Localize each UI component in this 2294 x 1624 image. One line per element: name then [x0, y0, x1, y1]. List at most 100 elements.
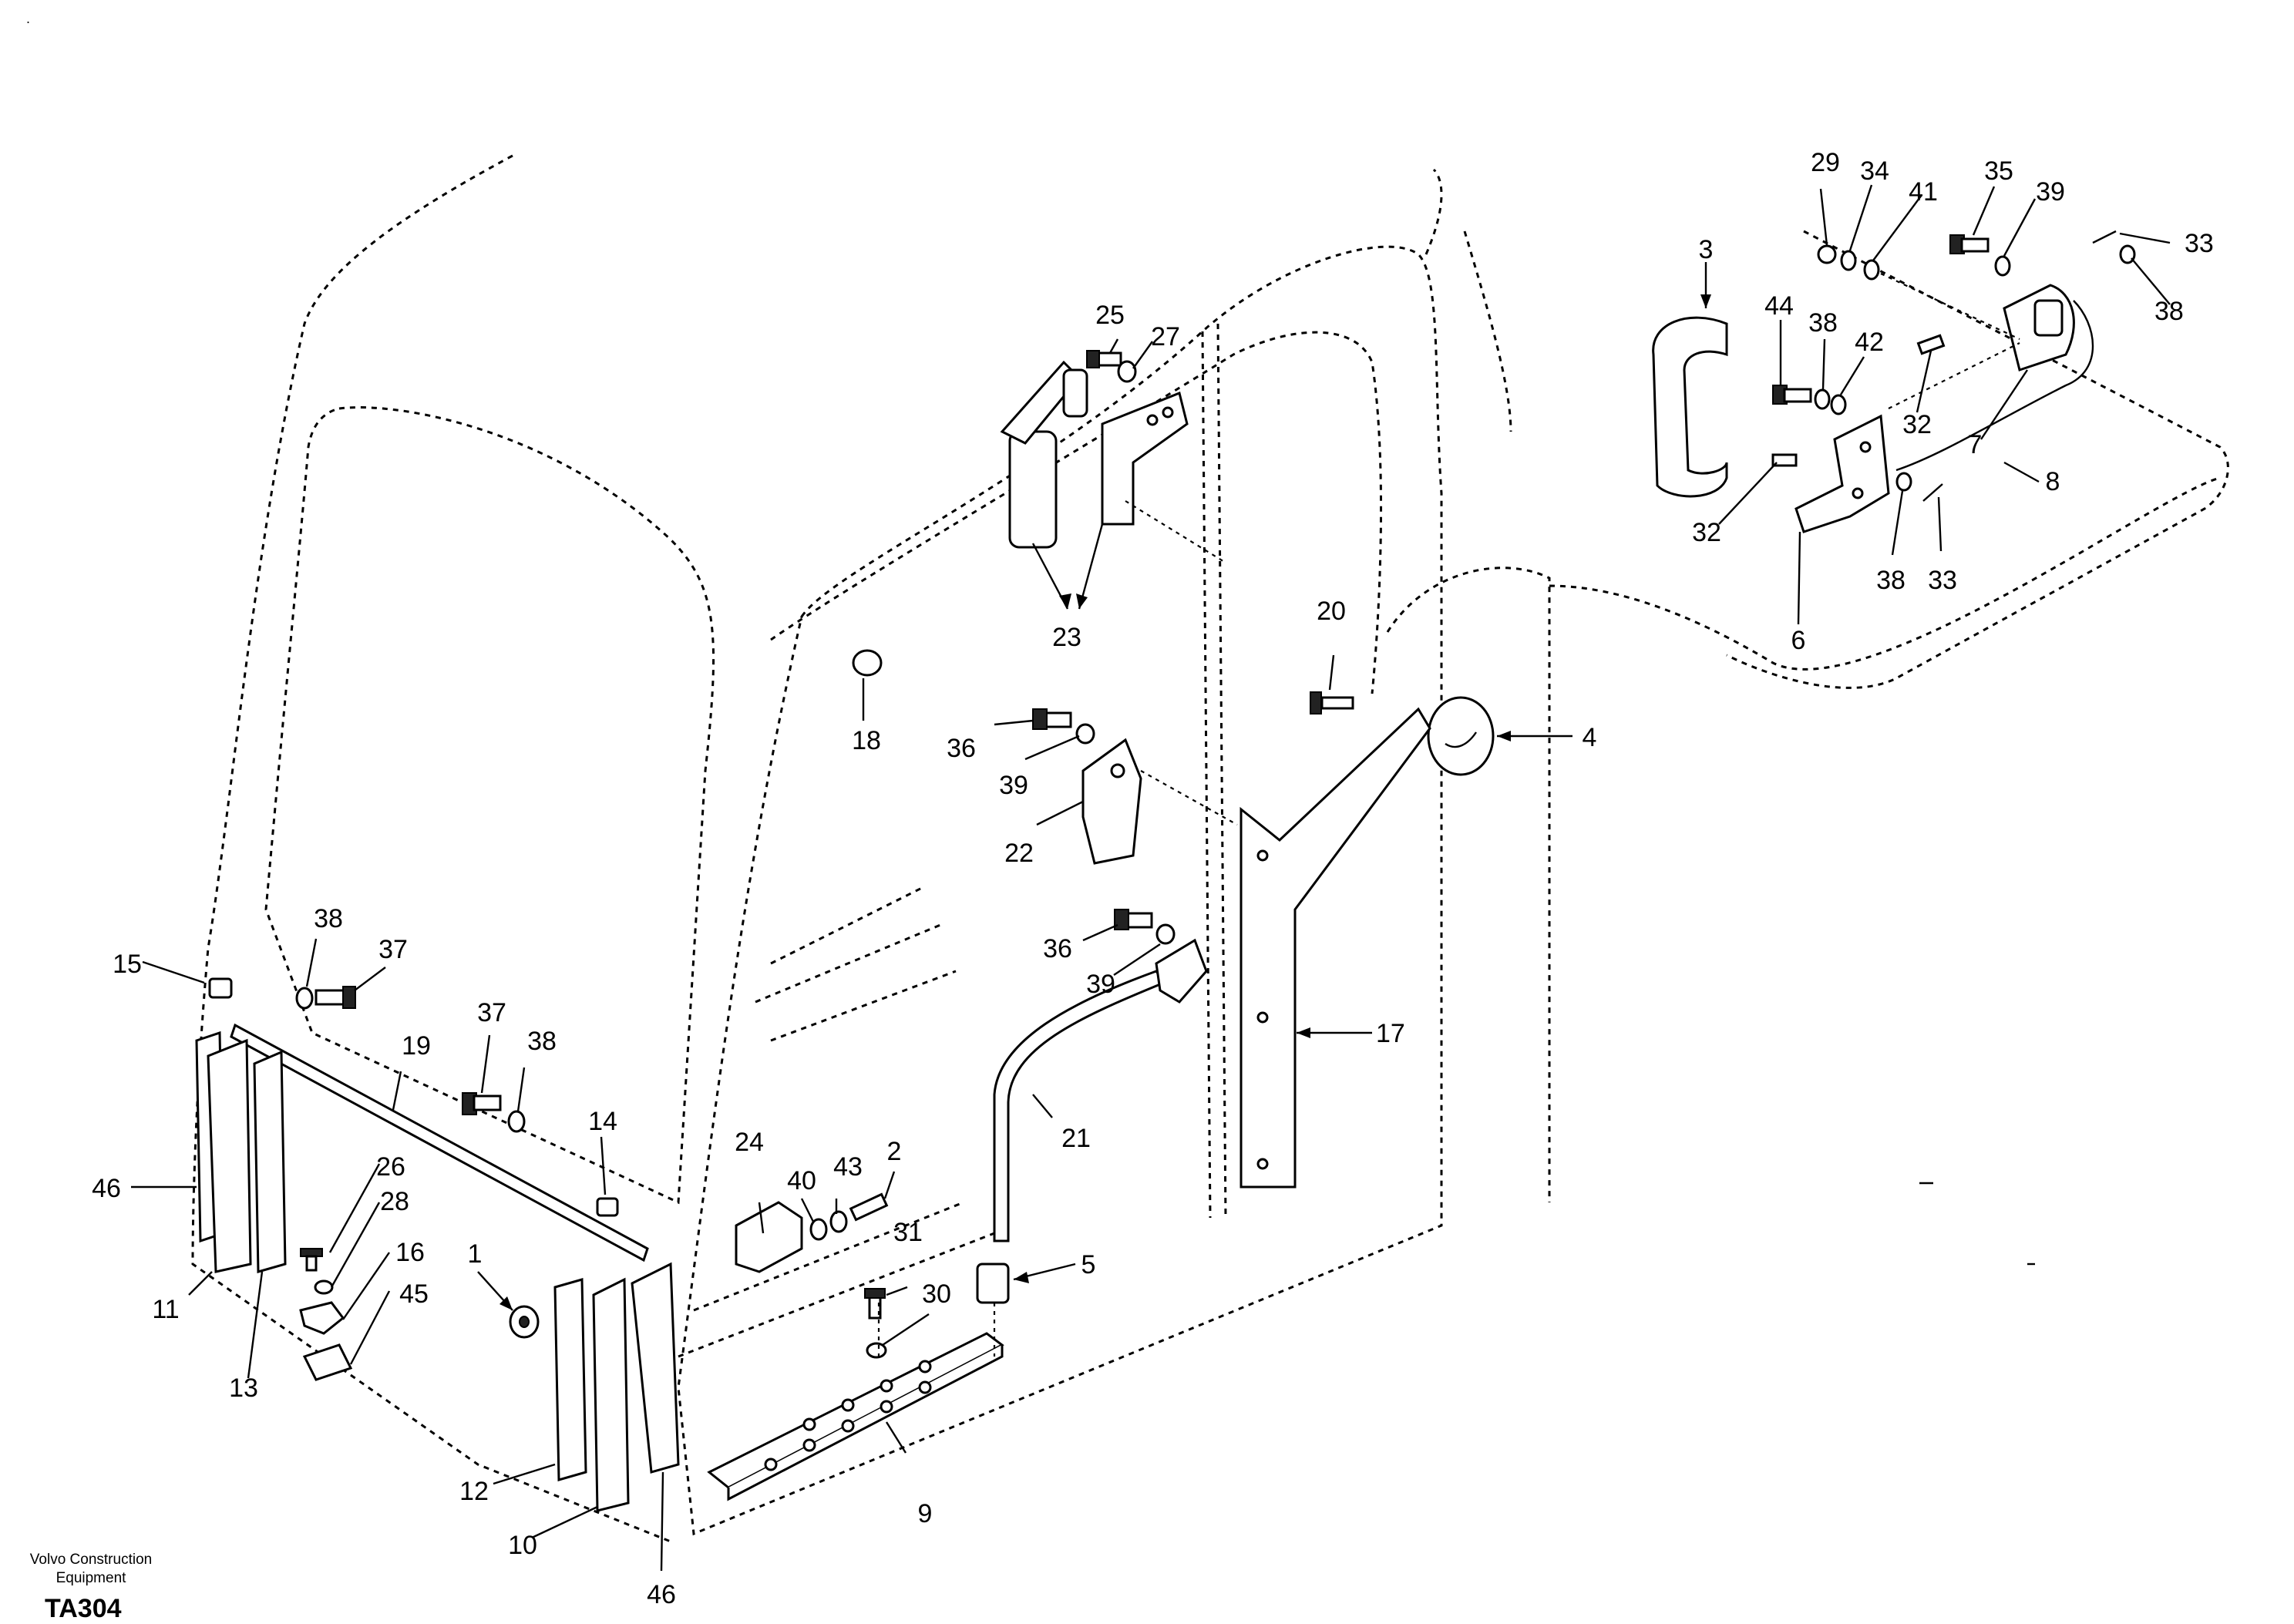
callout-15: 15 [113, 950, 142, 979]
callout-1: 1 [468, 1239, 483, 1269]
parts [197, 231, 2134, 1511]
part-28-washer [315, 1281, 332, 1293]
callout-38-right-2: 38 [2154, 297, 2184, 326]
part-43-washer [831, 1212, 846, 1232]
part-20-screw [1310, 692, 1353, 714]
callout-16: 16 [395, 1238, 425, 1267]
callout-25: 25 [1095, 301, 1125, 330]
part-17-rail [1241, 709, 1430, 1187]
part-46-channel-right [632, 1264, 678, 1472]
callout-12: 12 [459, 1477, 489, 1506]
part-10-channel [594, 1279, 628, 1511]
part-38-washer-lower-right [1897, 473, 1911, 490]
callout-11: 11 [152, 1295, 179, 1324]
callout-37-left-1: 37 [378, 935, 408, 964]
callout-24: 24 [735, 1128, 764, 1157]
callout-38-left-1: 38 [314, 904, 343, 933]
cab-door-front [678, 247, 1441, 1534]
callout-29: 29 [1811, 148, 1840, 177]
part-34-washer [1842, 251, 1855, 270]
callout-46-left: 46 [92, 1174, 121, 1203]
part-12-channel [555, 1279, 586, 1480]
cab-door-rail [1202, 324, 1226, 1218]
part-23-handle-assembly [1002, 362, 1187, 547]
part-9-step-plate [709, 1333, 1002, 1499]
part-29-nut [1818, 246, 1835, 263]
part-11-channel [208, 1041, 251, 1272]
callout-36-lower: 36 [1043, 934, 1072, 963]
callout-37-left-2: 37 [477, 998, 506, 1027]
cab-mirror-frame [1727, 231, 2228, 688]
part-45-plate [304, 1345, 351, 1380]
callouts: 1 2 3 4 5 6 7 8 9 10 11 12 13 14 15 16 1… [92, 148, 2214, 1609]
part-36-bolt-upper [1033, 709, 1071, 729]
part-15-cap [210, 979, 231, 997]
part-6-latch-bracket [1796, 416, 1889, 532]
cab-roof-line [1426, 170, 1511, 432]
callout-31: 31 [893, 1218, 923, 1247]
callout-35: 35 [1984, 156, 2013, 186]
callout-14: 14 [588, 1107, 617, 1136]
part-37-bolt-left-2 [462, 1093, 500, 1115]
callout-18: 18 [852, 726, 881, 755]
part-2-bolt [851, 1194, 887, 1219]
cab-side-panel [1388, 478, 2220, 1202]
part-4-knob [1428, 698, 1493, 775]
callout-30: 30 [922, 1279, 951, 1309]
part-19-rod [231, 1025, 648, 1260]
part-39-washer-upper [1077, 725, 1094, 743]
callout-27: 27 [1151, 322, 1180, 351]
part-27-washer [1118, 361, 1135, 382]
part-44-bolt [1773, 385, 1811, 404]
part-42-washer [1832, 395, 1845, 414]
callout-28: 28 [380, 1187, 409, 1216]
part-3-cover [1653, 318, 1727, 496]
leader-lines [131, 185, 2170, 1571]
part-36-bolt-lower [1115, 910, 1152, 930]
part-40-washer [811, 1219, 826, 1239]
part-7-switch [2004, 285, 2074, 370]
part-30-washer [867, 1343, 886, 1357]
maker-line-2: Equipment [14, 1569, 168, 1588]
callout-4: 4 [1583, 723, 1597, 752]
part-18-plug [853, 651, 881, 675]
part-5-bushing [977, 1264, 1008, 1303]
part-38-washer-left-1 [297, 988, 312, 1008]
callout-41: 41 [1909, 177, 1938, 207]
callout-39-upper: 39 [999, 771, 1028, 800]
callout-8: 8 [2046, 467, 2060, 496]
part-38-washer-left-2 [509, 1111, 524, 1131]
callout-39-lower: 39 [1086, 970, 1115, 999]
callout-32-upper: 32 [1902, 410, 1932, 439]
part-25-bolt [1087, 351, 1121, 368]
callout-40: 40 [787, 1166, 816, 1195]
callout-13: 13 [229, 1374, 258, 1403]
part-14-cap [597, 1199, 617, 1215]
callout-39-right: 39 [2036, 177, 2065, 207]
callout-9: 9 [918, 1499, 933, 1528]
callout-34: 34 [1860, 156, 1889, 186]
part-33-pin-upper [2093, 231, 2116, 243]
callout-26: 26 [376, 1152, 405, 1182]
callout-6: 6 [1791, 626, 1806, 655]
callout-45: 45 [399, 1279, 429, 1309]
part-31-screw [865, 1289, 885, 1318]
part-38-washer-right [1815, 390, 1829, 409]
part-13-channel [254, 1052, 285, 1272]
callout-17: 17 [1376, 1019, 1405, 1048]
part-1-washer [510, 1306, 538, 1337]
part-41-washer [1865, 261, 1879, 279]
callout-38-right-1: 38 [1808, 308, 1838, 338]
callout-46-right: 46 [647, 1580, 676, 1609]
callout-38-left-2: 38 [527, 1027, 557, 1056]
callout-20: 20 [1317, 597, 1346, 626]
callout-33-lower: 33 [1928, 566, 1957, 595]
part-22-plate [1083, 740, 1141, 863]
part-39-washer-right [1996, 257, 2010, 275]
callout-22: 22 [1004, 839, 1034, 868]
part-26-screw [301, 1249, 322, 1270]
callout-5: 5 [1081, 1250, 1096, 1279]
maker-line-1: Volvo Construction [14, 1551, 168, 1569]
callout-38-right-3: 38 [1876, 566, 1906, 595]
